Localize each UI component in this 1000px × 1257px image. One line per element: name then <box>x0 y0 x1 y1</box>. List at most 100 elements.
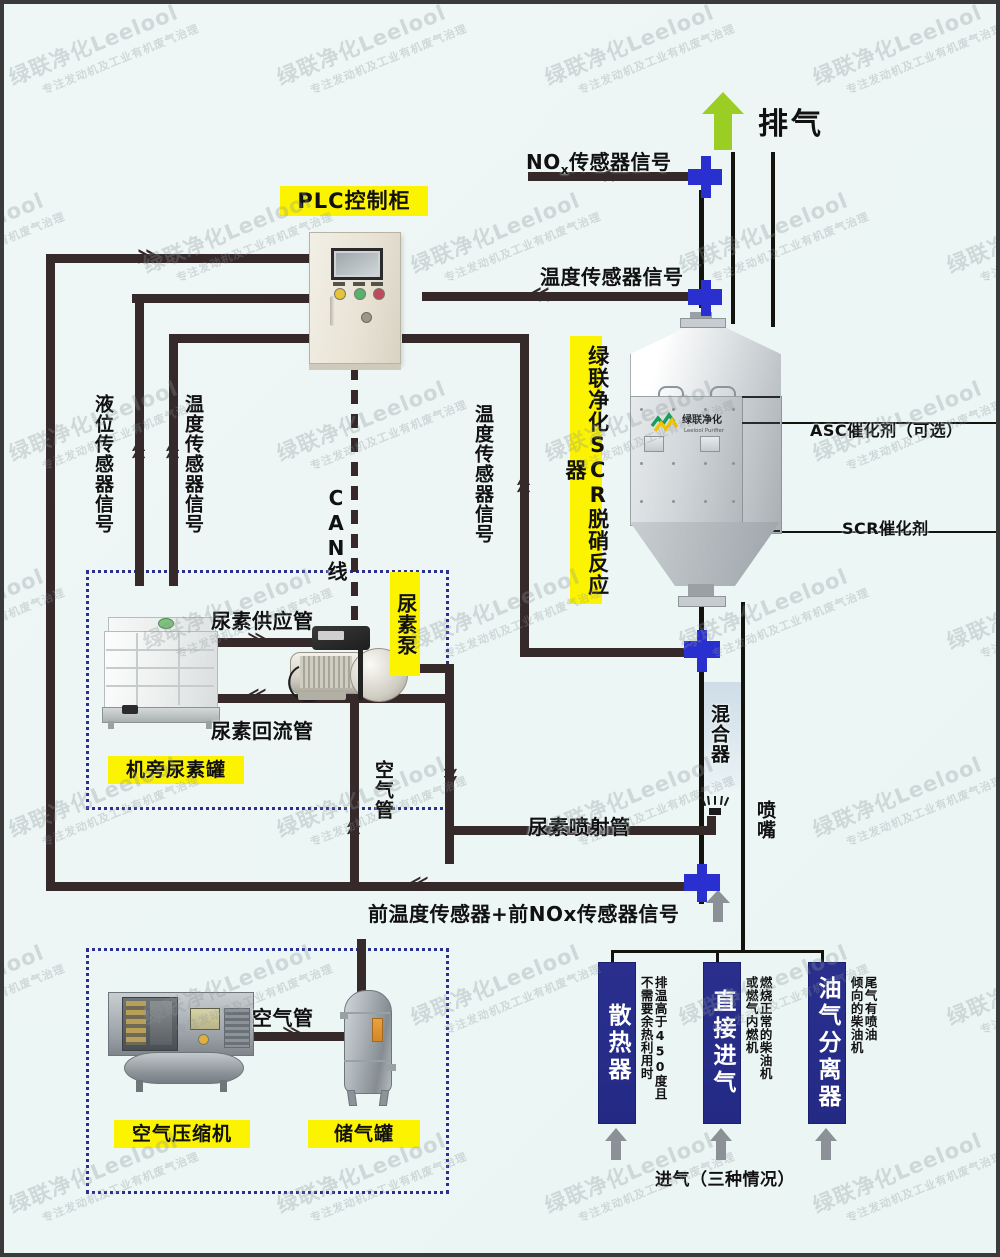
air-pipe-label-upper: 空气管 <box>372 760 394 820</box>
urea-ibc-tank <box>100 617 222 729</box>
level-signal-label: 液位传感器信号 <box>92 394 114 534</box>
can-bus-line <box>351 366 358 786</box>
urea-supply-label: 尿素供应管 <box>211 609 314 633</box>
air-compressor <box>108 992 254 1092</box>
urea-pump <box>283 626 414 718</box>
mid-temp-signal-branch <box>402 334 524 343</box>
plc-button-red[interactable] <box>373 288 385 300</box>
ibc-cap-icon <box>158 618 174 629</box>
air-riser-arrow-icon: ≫ <box>342 815 365 836</box>
receiver-air-riser <box>357 939 366 997</box>
svg-text:绿联净化: 绿联净化 <box>682 413 722 426</box>
temp-signal-pipe-mid <box>169 334 312 343</box>
brand-logo: 绿联净化 Leelool Purifier <box>650 410 734 436</box>
nozzle-label: 喷嘴 <box>754 800 776 840</box>
air-station-boundary <box>86 948 449 1194</box>
scr-catalyst-label: SCR催化剂 <box>842 519 929 538</box>
intake-drop-2 <box>716 950 719 962</box>
level-flow-arrow-icon: ≫ <box>137 244 159 268</box>
mid-temp-signal-lower <box>520 648 702 657</box>
air-receiver-label: 储气罐 <box>308 1120 420 1148</box>
level-signal-pipe-top <box>46 254 312 263</box>
plc-cabinet-label: PLC控制柜 <box>280 186 428 216</box>
intake-arrow-2-icon <box>710 1128 732 1160</box>
mixer-label: 混合器 <box>708 704 730 764</box>
level-signal-pipe-left <box>46 254 55 886</box>
plc-cabinet <box>309 232 401 370</box>
nox-sensor-valve <box>688 156 722 198</box>
urea-tank-label: 机旁尿素罐 <box>108 756 244 784</box>
intake-option-direct-desc: 或燃气内燃机 <box>743 976 759 1054</box>
mixer-inlet-valve <box>684 630 720 672</box>
asc-callout-line <box>748 422 996 424</box>
mixer-section <box>704 682 741 788</box>
urea-injection-pipe <box>446 826 716 835</box>
compressor-air-pipe <box>250 1032 348 1041</box>
nox-signal-label: NOx传感器信号 <box>526 146 672 177</box>
intake-drop-3 <box>821 950 824 962</box>
level-signal-riser <box>135 294 144 586</box>
gas-duct-line-left <box>699 604 704 904</box>
scr-callout-line <box>748 531 996 533</box>
temp-flow-arrow-icon: ≪ <box>528 282 550 306</box>
intake-arrow-1-icon <box>605 1128 627 1160</box>
reactor-label: 绿联净化SCR脱硝反应器 <box>563 336 610 604</box>
intake-caption: 进气（三种情况） <box>655 1170 795 1190</box>
plc-button-yellow[interactable] <box>334 288 346 300</box>
compressor-tank <box>124 1052 244 1084</box>
urea-pump-outlet <box>404 664 454 673</box>
compressor-knob[interactable] <box>198 1034 209 1045</box>
urea-supply-arrow-icon: ≫ <box>247 628 267 650</box>
intake-option-separator-desc2: 尾气有喷油 <box>862 976 878 1041</box>
plc-button-green[interactable] <box>354 288 366 300</box>
intake-option-direct-desc2: 燃烧正常的柴油机 <box>757 976 773 1080</box>
nox-signal-pipe <box>528 172 706 181</box>
front-sensor-arrow-icon: ≪ <box>409 872 429 894</box>
air-receiver-tank <box>340 990 396 1106</box>
asc-catalyst-label: ASC催化剂（可选） <box>810 421 963 440</box>
receiver-gauge <box>372 1018 383 1042</box>
intake-drop-1 <box>611 950 614 962</box>
nox-flow-arrow-icon: ≪ <box>593 162 615 186</box>
nox-subscript: x <box>560 163 569 177</box>
air-pipe-riser <box>350 694 359 884</box>
can-line-label: CAN线 <box>324 486 348 582</box>
compressor-air-pipe-label: 空气管 <box>252 1006 314 1030</box>
mid-temp-signal-pipe <box>520 334 529 656</box>
exhaust-arrow-icon <box>702 92 744 150</box>
gas-inlet-arrow-icon <box>706 890 730 922</box>
front-sensor-valve <box>684 864 720 902</box>
urea-injection-arrow-icon: ≫ <box>577 816 597 838</box>
mid-temp-signal-label: 温度传感器信号 <box>472 404 494 544</box>
level-riser-arrow-icon: ≫ <box>127 439 150 460</box>
temp-signal-pipe-top <box>132 294 312 303</box>
intake-option-separator-desc: 倾向的柴油机 <box>848 976 864 1054</box>
exhaust-stack-line-left <box>731 152 735 324</box>
front-sensor-pipe <box>46 882 706 891</box>
reactor-side-panel <box>742 396 782 534</box>
ibc-outlet-valve <box>122 705 138 714</box>
mid-temp-arrow-icon: ≫ <box>512 473 535 494</box>
urea-injection-riser <box>707 816 716 834</box>
urea-injection-label: 尿素喷射管 <box>528 815 631 839</box>
urea-pump-label: 尿素泵 <box>390 572 420 676</box>
temp-sensor-valve <box>688 280 722 316</box>
temp-signal-riser <box>169 334 178 586</box>
nox-sensor-stem <box>699 190 704 308</box>
air-compressor-label: 空气压缩机 <box>114 1120 250 1148</box>
svg-text:Leelool Purifier: Leelool Purifier <box>684 428 725 434</box>
intake-option-separator: 油气分离器 <box>808 962 846 1124</box>
intake-option-radiator-desc2: 排温高于450度且 <box>652 976 668 1101</box>
urea-return-arrow-icon: ≪ <box>247 684 267 706</box>
temp-signal-label: 温度传感器信号 <box>540 265 684 289</box>
